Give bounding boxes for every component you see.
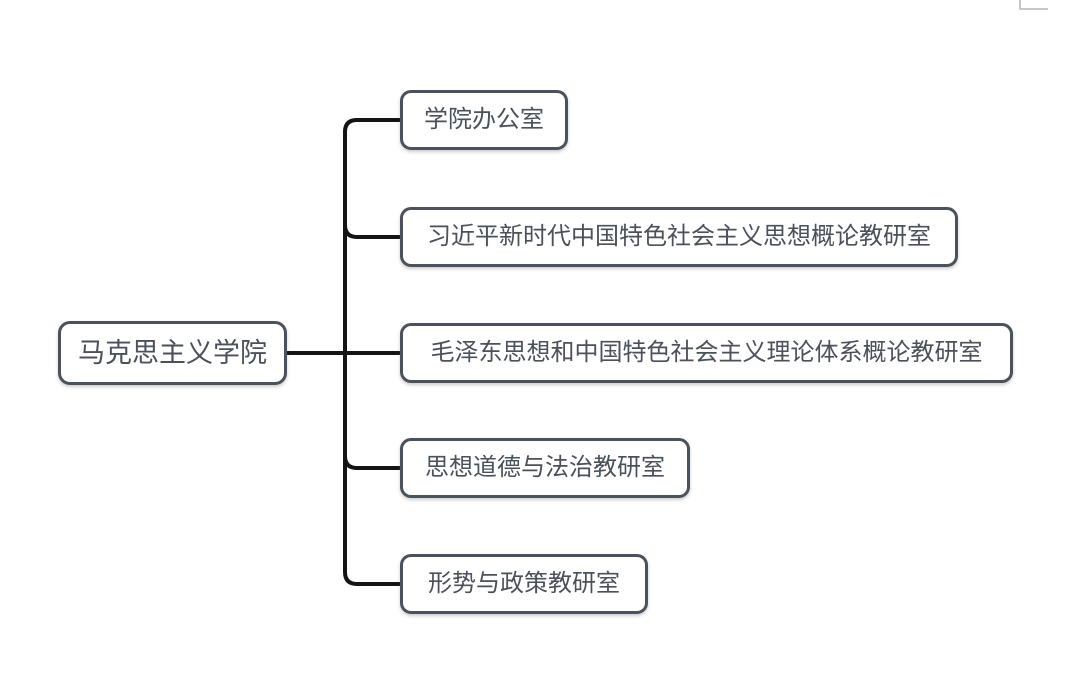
node-child-mao-thought[interactable]: 毛泽东思想和中国特色社会主义理论体系概论教研室 [400,323,1013,383]
node-child-xi-thought[interactable]: 习近平新时代中国特色社会主义思想概论教研室 [400,207,958,267]
node-child-morality-law[interactable]: 思想道德与法治教研室 [400,438,690,498]
node-child-office[interactable]: 学院办公室 [400,90,568,150]
node-root[interactable]: 马克思主义学院 [58,321,287,385]
connector-branch-4 [343,454,401,470]
node-label: 毛泽东思想和中国特色社会主义理论体系概论教研室 [430,339,983,366]
node-child-situation-policy[interactable]: 形势与政策教研室 [400,554,648,614]
node-root-label: 马克思主义学院 [78,337,267,368]
node-label: 形势与政策教研室 [428,570,620,597]
connector-branch-2 [343,223,401,239]
node-label: 思想道德与法治教研室 [425,454,665,481]
node-label: 习近平新时代中国特色社会主义思想概论教研室 [427,223,931,250]
node-label: 学院办公室 [424,106,544,133]
cropped-box-corner [1019,0,1048,10]
connector-trunk [343,118,401,586]
